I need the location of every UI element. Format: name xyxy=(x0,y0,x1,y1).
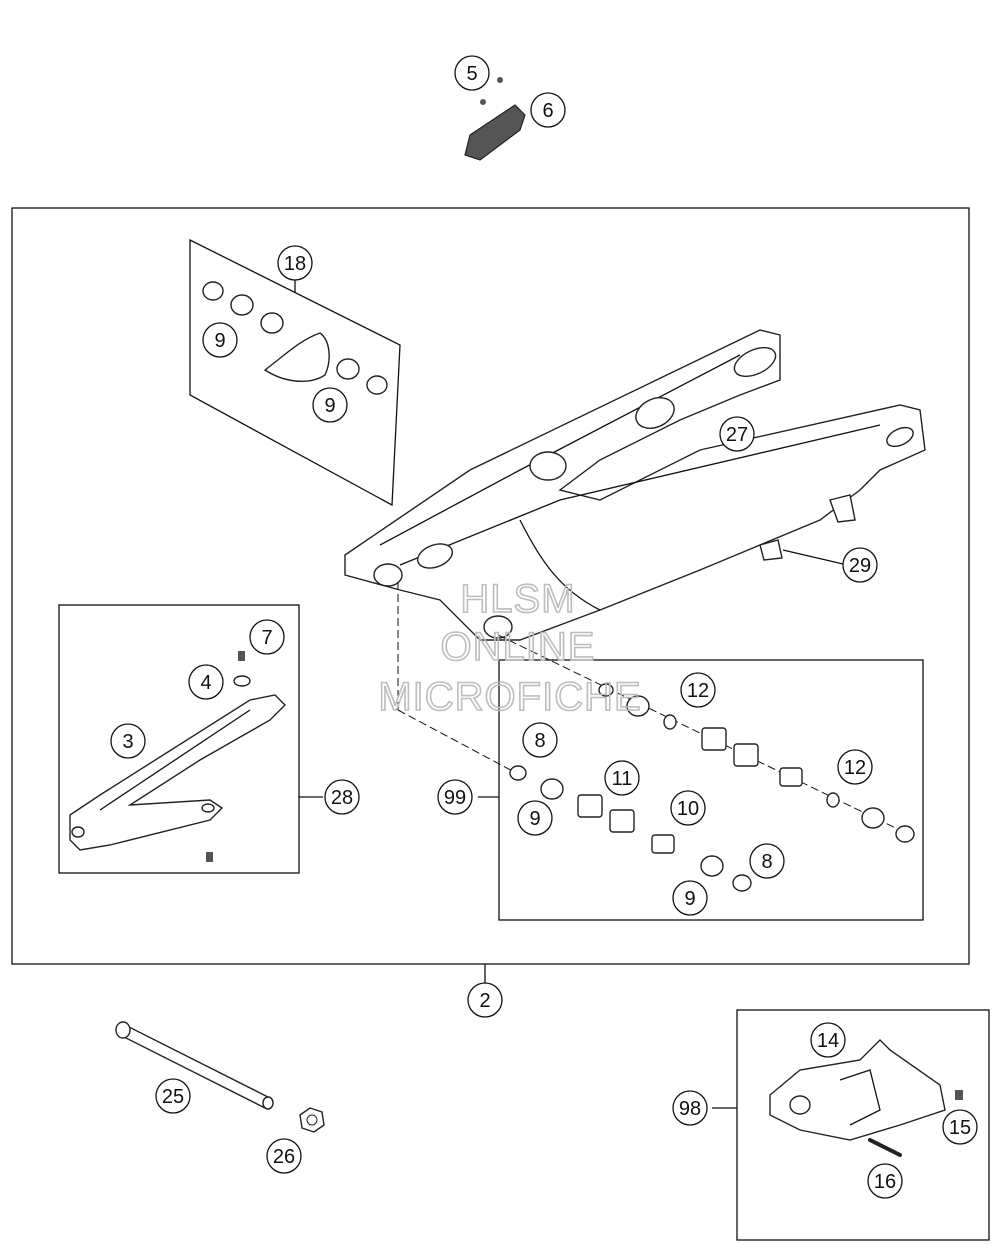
watermark-line-1: HLSM xyxy=(460,577,575,621)
callout: 5 xyxy=(454,55,490,91)
callout: 15 xyxy=(942,1109,978,1145)
chain-guide-14 xyxy=(769,1039,963,1157)
svg-text:9: 9 xyxy=(684,888,695,910)
callout: 27 xyxy=(719,416,755,452)
svg-text:12: 12 xyxy=(844,757,866,779)
callout: 16 xyxy=(867,1163,903,1199)
callout: 2 xyxy=(467,982,503,1018)
watermark-line-2: ONLINE xyxy=(441,625,596,669)
callout: 10 xyxy=(670,790,706,826)
callout: 12 xyxy=(837,749,873,785)
svg-text:29: 29 xyxy=(849,555,871,577)
svg-text:25: 25 xyxy=(162,1086,184,1108)
callout: 7 xyxy=(249,619,285,655)
svg-text:7: 7 xyxy=(261,627,272,649)
svg-text:9: 9 xyxy=(324,395,335,417)
callout: 12 xyxy=(680,672,716,708)
callout: 8 xyxy=(522,722,558,758)
svg-text:6: 6 xyxy=(542,100,553,122)
callout: 14 xyxy=(810,1022,846,1058)
callout: 9 xyxy=(312,387,348,423)
svg-text:99: 99 xyxy=(444,787,466,809)
svg-text:8: 8 xyxy=(534,730,545,752)
svg-text:14: 14 xyxy=(817,1030,839,1052)
svg-text:9: 9 xyxy=(529,808,540,830)
callout: 11 xyxy=(604,760,640,796)
svg-text:98: 98 xyxy=(679,1098,701,1120)
kit-98-frame xyxy=(736,1009,990,1241)
callout: 25 xyxy=(155,1078,191,1114)
svg-text:5: 5 xyxy=(466,63,477,85)
kit-28-frame xyxy=(58,604,300,874)
main-assembly-frame xyxy=(11,207,970,965)
svg-text:27: 27 xyxy=(726,424,748,446)
callout: 99 xyxy=(437,779,473,815)
callout: 9 xyxy=(672,880,708,916)
svg-text:16: 16 xyxy=(874,1171,896,1193)
svg-text:11: 11 xyxy=(612,768,633,790)
chain-guide-6 xyxy=(464,77,526,161)
kit-18-frame xyxy=(189,238,401,507)
callout: 28 xyxy=(324,779,360,815)
callout: 9 xyxy=(517,800,553,836)
svg-text:4: 4 xyxy=(200,672,211,694)
callout: 8 xyxy=(749,843,785,879)
svg-text:8: 8 xyxy=(761,851,772,873)
watermark: HLSM ONLINE MICROFICHE xyxy=(378,576,642,720)
kit-18-parts xyxy=(202,281,388,395)
svg-text:12: 12 xyxy=(687,680,709,702)
callout: 26 xyxy=(266,1138,302,1174)
svg-text:2: 2 xyxy=(479,990,490,1012)
svg-text:9: 9 xyxy=(214,330,225,352)
swingarm xyxy=(344,329,926,641)
watermark-line-3: MICROFICHE xyxy=(378,675,641,719)
svg-text:3: 3 xyxy=(122,731,133,753)
svg-text:10: 10 xyxy=(677,798,699,820)
callout: 3 xyxy=(110,723,146,759)
bearing-kit-99-parts xyxy=(397,582,915,892)
svg-text:18: 18 xyxy=(284,253,306,275)
axle-25 xyxy=(115,1021,274,1110)
nut-26 xyxy=(299,1107,325,1133)
callout: 98 xyxy=(672,1090,708,1126)
chain-slider-3 xyxy=(69,651,286,862)
callout: 4 xyxy=(188,664,224,700)
callout: 9 xyxy=(202,322,238,358)
callout: 29 xyxy=(842,547,878,583)
callout: 18 xyxy=(277,245,313,281)
svg-text:15: 15 xyxy=(949,1117,971,1139)
svg-text:28: 28 xyxy=(331,787,353,809)
svg-text:26: 26 xyxy=(273,1146,295,1168)
callout: 6 xyxy=(530,92,566,128)
kit-99-frame xyxy=(498,659,924,921)
